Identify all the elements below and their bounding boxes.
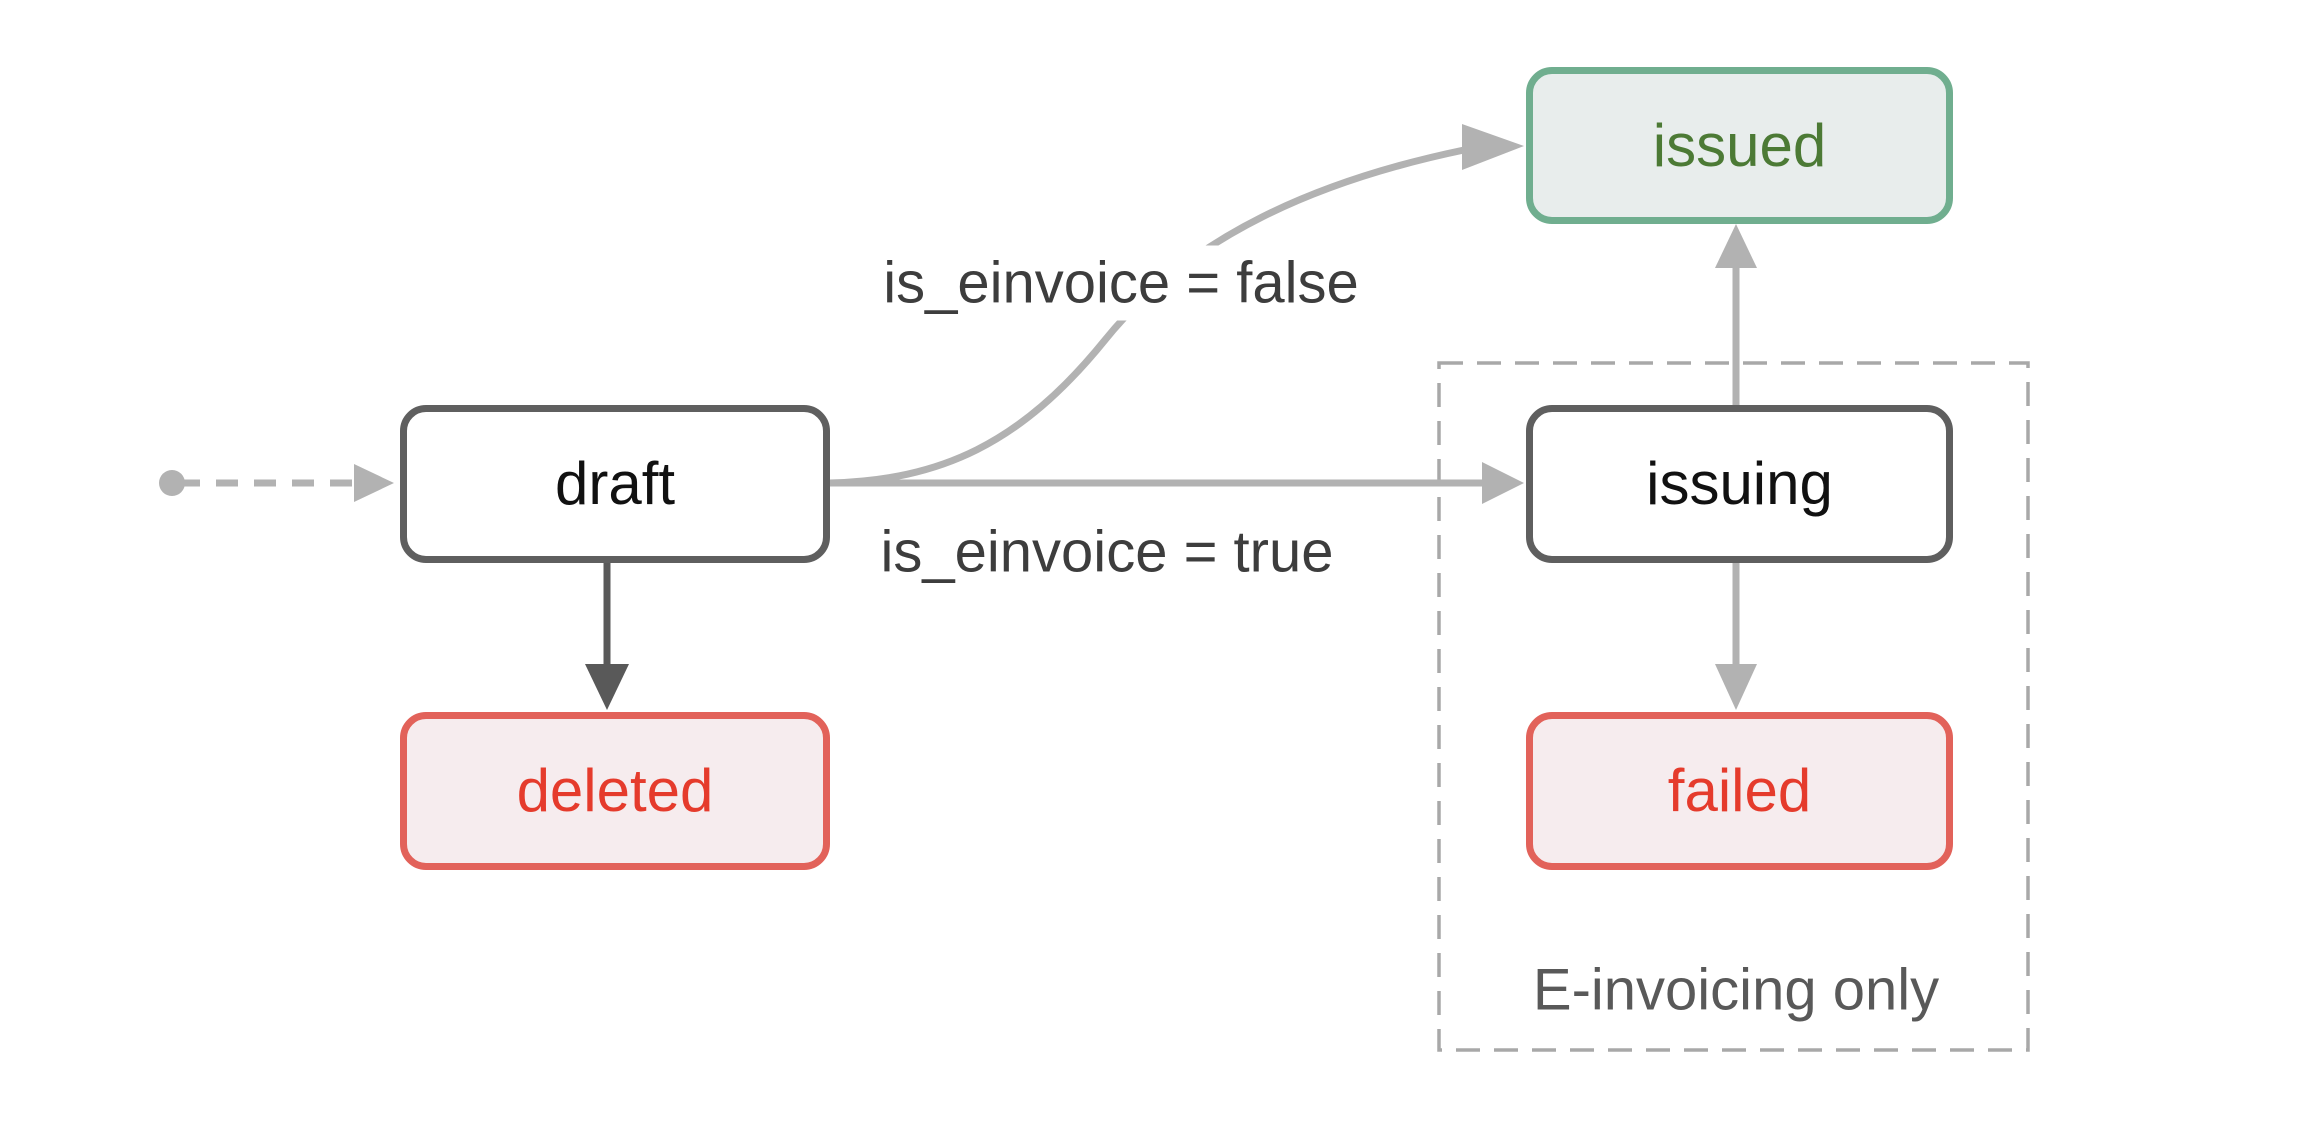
state-label-draft: draft [554,450,676,517]
arrowhead-draft-to-issued [1462,124,1524,170]
arrowhead-issuing-to-failed [1715,664,1757,710]
state-node-failed: failed [1526,712,1953,870]
state-node-issued: issued [1526,67,1953,224]
state-node-draft: draft [400,405,830,563]
state-node-issuing: issuing [1526,405,1953,563]
start-state-dot [159,470,185,496]
einvoicing-group-label: E-invoicing only [1532,957,1940,1023]
edge-label-is-einvoice-true: is_einvoice = true [868,514,1346,590]
state-node-deleted: deleted [400,712,830,870]
state-label-issued: issued [1652,111,1827,179]
arrowhead-issuing-to-issued [1715,224,1757,268]
state-label-issuing: issuing [1646,450,1833,517]
arrowhead-start-to-draft [354,464,394,502]
state-label-deleted: deleted [516,757,714,824]
edge-draft-to-issued [829,146,1465,487]
arrowhead-draft-to-issuing [1482,462,1524,504]
arrowhead-draft-to-deleted [585,664,629,710]
state-label-failed: failed [1667,757,1812,824]
edge-label-is-einvoice-false: is_einvoice = false [871,245,1371,321]
einvoicing-group-border [1437,361,2030,1052]
